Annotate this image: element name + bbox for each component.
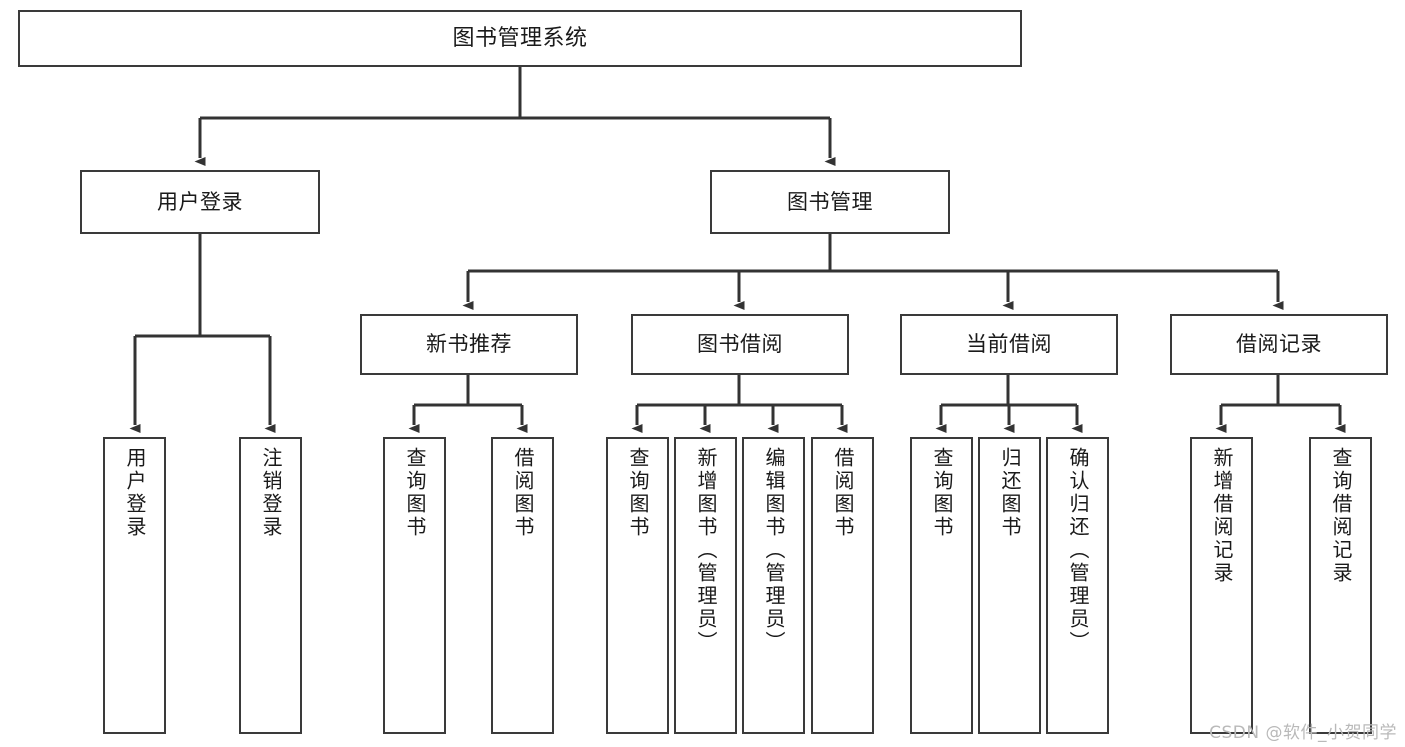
leaf-current-borrow-return-label: 归还图书	[998, 447, 1022, 539]
leaf-book-borrow-add-label: 新增图书（管理员）	[694, 447, 718, 654]
node-borrow-record[interactable]: 借阅记录	[1170, 314, 1388, 375]
node-borrow-record-label: 借阅记录	[1236, 332, 1322, 357]
leaf-current-borrow-confirm-label: 确认归还（管理员）	[1066, 447, 1090, 654]
leaf-book-borrow-edit[interactable]: 编辑图书（管理员）	[742, 437, 805, 734]
leaf-user-login-logout-label: 注销登录	[259, 447, 283, 539]
node-user-login[interactable]: 用户登录	[80, 170, 320, 234]
leaf-new-book-query-label: 查询图书	[403, 447, 427, 539]
node-book-manage[interactable]: 图书管理	[710, 170, 950, 234]
leaf-borrow-record-add-label: 新增借阅记录	[1210, 447, 1234, 585]
leaf-current-borrow-confirm[interactable]: 确认归还（管理员）	[1046, 437, 1109, 734]
leaf-new-book-borrow-label: 借阅图书	[511, 447, 535, 539]
node-user-login-label: 用户登录	[157, 189, 243, 214]
leaf-book-borrow-query-label: 查询图书	[626, 447, 650, 539]
leaf-current-borrow-query-label: 查询图书	[930, 447, 954, 539]
node-root-system[interactable]: 图书管理系统	[18, 10, 1022, 67]
node-book-manage-label: 图书管理	[787, 189, 873, 214]
leaf-current-borrow-return[interactable]: 归还图书	[978, 437, 1041, 734]
leaf-new-book-borrow[interactable]: 借阅图书	[491, 437, 554, 734]
leaf-user-login-logout[interactable]: 注销登录	[239, 437, 302, 734]
node-book-borrow-label: 图书借阅	[697, 332, 783, 357]
leaf-borrow-record-query[interactable]: 查询借阅记录	[1309, 437, 1372, 734]
node-book-borrow[interactable]: 图书借阅	[631, 314, 849, 375]
node-new-book-recommend[interactable]: 新书推荐	[360, 314, 578, 375]
node-current-borrow-label: 当前借阅	[966, 332, 1052, 357]
node-new-book-recommend-label: 新书推荐	[426, 332, 512, 357]
leaf-current-borrow-query[interactable]: 查询图书	[910, 437, 973, 734]
leaf-book-borrow-borrow[interactable]: 借阅图书	[811, 437, 874, 734]
leaf-borrow-record-add[interactable]: 新增借阅记录	[1190, 437, 1253, 734]
node-current-borrow[interactable]: 当前借阅	[900, 314, 1118, 375]
leaf-user-login-login[interactable]: 用户登录	[103, 437, 166, 734]
leaf-book-borrow-borrow-label: 借阅图书	[831, 447, 855, 539]
leaf-book-borrow-add[interactable]: 新增图书（管理员）	[674, 437, 737, 734]
node-root-system-label: 图书管理系统	[452, 25, 588, 51]
csdn-watermark: CSDN @软件_小贺同学	[1209, 723, 1397, 743]
leaf-user-login-login-label: 用户登录	[123, 447, 147, 539]
leaf-new-book-query[interactable]: 查询图书	[383, 437, 446, 734]
leaf-book-borrow-edit-label: 编辑图书（管理员）	[762, 447, 786, 654]
leaf-book-borrow-query[interactable]: 查询图书	[606, 437, 669, 734]
leaf-borrow-record-query-label: 查询借阅记录	[1329, 447, 1353, 585]
